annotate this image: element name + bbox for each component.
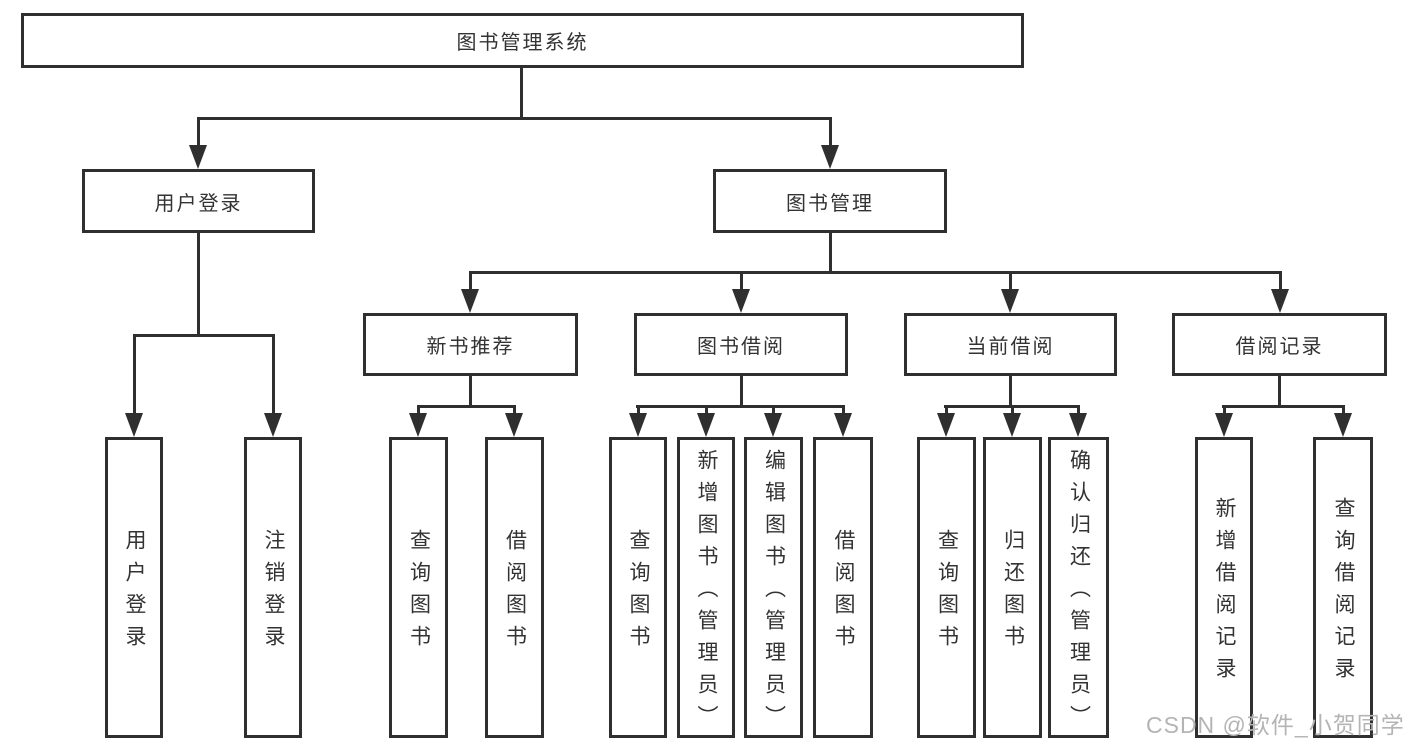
node-label: 查询图书 — [935, 529, 959, 657]
connector-line — [829, 231, 832, 274]
connector-line — [1278, 374, 1281, 408]
node-logout: 注销登录 — [244, 437, 302, 738]
connector-line — [1222, 405, 1344, 408]
connector-line — [133, 334, 275, 337]
node-confirm-return-admin: 确认归还（管理员） — [1048, 437, 1109, 738]
connector-line — [705, 405, 708, 415]
node-label: 图书管理系统 — [456, 32, 589, 54]
arrow-down-icon — [821, 145, 839, 169]
arrow-down-icon — [764, 413, 782, 437]
connector-line — [740, 271, 743, 291]
connector-line — [469, 374, 472, 408]
node-book-management-system: 图书管理系统 — [21, 13, 1024, 68]
arrow-down-icon — [1003, 413, 1021, 437]
connector-line — [469, 271, 1282, 274]
node-label: 编辑图书（管理员） — [762, 449, 786, 737]
node-query-books-recommend: 查询图书 — [389, 437, 448, 738]
connector-line — [417, 405, 516, 408]
arrow-down-icon — [1271, 289, 1289, 313]
arrow-down-icon — [834, 413, 852, 437]
watermark: CSDN @软件_小贺同学 — [1146, 712, 1405, 738]
node-query-borrow-record: 查询借阅记录 — [1313, 437, 1373, 738]
node-add-borrow-record: 新增借阅记录 — [1195, 437, 1253, 738]
node-label: 用户登录 — [123, 529, 146, 657]
node-label: 查询图书 — [407, 529, 431, 657]
arrow-down-icon — [732, 289, 750, 313]
node-add-books-admin: 新增图书（管理员） — [677, 437, 735, 738]
node-book-borrowing: 图书借阅 — [634, 313, 848, 376]
connector-line — [133, 334, 136, 416]
node-label: 图书借阅 — [697, 336, 785, 358]
connector-line — [829, 117, 832, 147]
connector-line — [1279, 271, 1282, 291]
arrow-down-icon — [125, 413, 143, 437]
arrow-down-icon — [409, 413, 427, 437]
node-user-login-action: 用户登录 — [105, 437, 163, 738]
connector-line — [520, 66, 523, 120]
connector-line — [1011, 405, 1014, 415]
arrow-down-icon — [937, 413, 955, 437]
connector-line — [1077, 405, 1080, 415]
node-borrow-records: 借阅记录 — [1172, 313, 1387, 376]
node-label: 借阅图书 — [832, 529, 855, 657]
connector-line — [1009, 271, 1012, 291]
connector-line — [636, 405, 844, 408]
connector-line — [945, 405, 948, 415]
node-label: 查询借阅记录 — [1332, 497, 1355, 689]
arrow-down-icon — [505, 413, 523, 437]
connector-line — [469, 271, 472, 291]
node-label: 归还图书 — [1001, 529, 1025, 657]
arrow-down-icon — [1001, 289, 1019, 313]
connector-line — [513, 405, 516, 415]
node-edit-books-admin: 编辑图书（管理员） — [744, 437, 803, 738]
connector-line — [197, 117, 200, 147]
connector-line — [740, 374, 743, 408]
node-query-books-borrowing: 查询图书 — [609, 437, 667, 738]
connector-line — [272, 334, 275, 416]
node-return-books: 归还图书 — [983, 437, 1042, 738]
arrow-down-icon — [1334, 413, 1352, 437]
arrow-down-icon — [629, 413, 647, 437]
connector-line — [1342, 405, 1345, 415]
connector-line — [1223, 405, 1226, 415]
node-label: 确认归还（管理员） — [1067, 449, 1091, 737]
node-label: 新增借阅记录 — [1213, 497, 1236, 689]
node-label: 当前借阅 — [966, 336, 1055, 358]
connector-line — [842, 405, 845, 415]
connector-line — [417, 405, 420, 415]
node-new-book-recommend: 新书推荐 — [363, 313, 578, 376]
arrow-down-icon — [697, 413, 715, 437]
node-label: 新增图书（管理员） — [695, 449, 718, 737]
connector-line — [772, 405, 775, 415]
node-label: 借阅记录 — [1235, 336, 1324, 358]
node-label: 注销登录 — [262, 529, 285, 657]
node-user-login: 用户登录 — [82, 169, 315, 233]
arrow-down-icon — [189, 145, 207, 169]
node-label: 新书推荐 — [426, 336, 515, 358]
connector-line — [637, 405, 640, 415]
arrow-down-icon — [461, 289, 479, 313]
node-label: 图书管理 — [786, 192, 874, 215]
node-current-borrowing: 当前借阅 — [904, 313, 1117, 376]
arrow-down-icon — [264, 413, 282, 437]
arrow-down-icon — [1215, 413, 1233, 437]
node-borrow-books-recommend: 借阅图书 — [485, 437, 544, 738]
connector-line — [197, 231, 200, 337]
node-label: 借阅图书 — [503, 529, 527, 657]
connector-line — [197, 117, 832, 120]
node-label: 查询图书 — [627, 529, 650, 657]
node-query-books-current: 查询图书 — [917, 437, 976, 738]
connector-line — [1009, 374, 1012, 408]
node-book-management: 图书管理 — [713, 169, 947, 233]
node-label: 用户登录 — [154, 192, 243, 215]
node-borrow-books-borrowing: 借阅图书 — [813, 437, 873, 738]
arrow-down-icon — [1069, 413, 1087, 437]
